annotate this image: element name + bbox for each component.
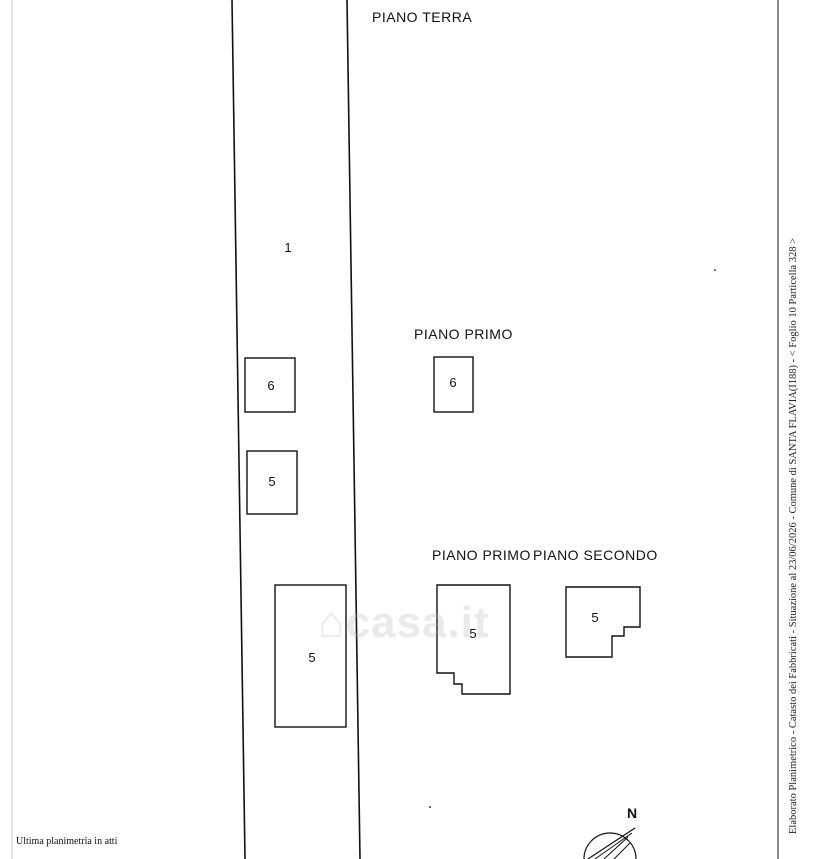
unit-5-first-outline bbox=[436, 584, 511, 695]
label-piano-primo-b: PIANO PRIMO bbox=[432, 547, 531, 563]
label-piano-terra: PIANO TERRA bbox=[372, 9, 473, 25]
north-arrow-icon bbox=[583, 827, 637, 859]
unit-1-number: 1 bbox=[284, 240, 292, 255]
north-label: N bbox=[627, 805, 638, 821]
strip-left-border bbox=[231, 0, 246, 859]
unit-5-second-number: 5 bbox=[591, 610, 599, 625]
speck bbox=[429, 806, 431, 808]
strip-right-border bbox=[346, 0, 361, 859]
watermark: ⌂casa.it bbox=[318, 598, 490, 648]
unit-6-ground-number: 6 bbox=[267, 378, 275, 393]
unit-6-first-outline bbox=[433, 356, 474, 413]
speck bbox=[714, 269, 716, 271]
unit-6-ground-outline bbox=[244, 357, 296, 413]
side-caption: Elaborato Planimetrico - Catasto dei Fab… bbox=[788, 237, 799, 834]
unit-5-ground-large-outline bbox=[274, 584, 347, 728]
house-icon: ⌂ bbox=[318, 598, 346, 647]
unit-5-second-outline bbox=[565, 586, 641, 658]
label-piano-primo: PIANO PRIMO bbox=[414, 326, 513, 342]
unit-6-first-number: 6 bbox=[449, 375, 457, 390]
label-piano-secondo: PIANO SECONDO bbox=[533, 547, 658, 563]
unit-5-ground-small-outline bbox=[246, 450, 298, 515]
watermark-text: casa.it bbox=[345, 598, 490, 647]
unit-5-first-number: 5 bbox=[469, 626, 477, 641]
unit-5-ground-large-number: 5 bbox=[308, 650, 316, 665]
unit-5-ground-small-number: 5 bbox=[268, 474, 276, 489]
footer-note: Ultima planimetria in atti bbox=[16, 836, 118, 847]
